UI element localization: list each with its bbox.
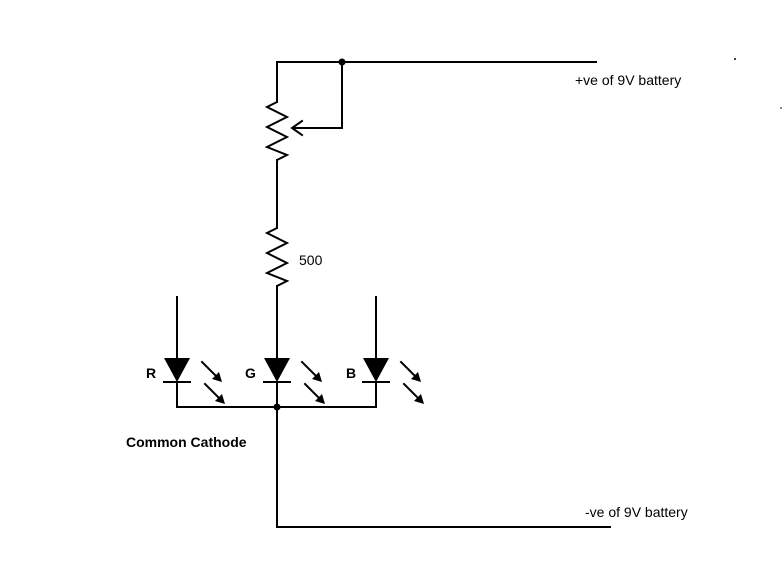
pot-wiper-arrow xyxy=(290,119,304,137)
led-blue-label: B xyxy=(346,365,356,381)
potentiometer xyxy=(264,101,290,161)
negative-terminal-label: -ve of 9V battery xyxy=(585,504,688,520)
led-red-diode-icon xyxy=(164,358,190,382)
led-blue-emission-arrows-icon xyxy=(399,360,424,404)
led-green-emission-arrows-icon xyxy=(300,360,325,404)
stray-speck xyxy=(780,107,782,109)
led-red-emission-arrows-icon xyxy=(200,360,225,404)
pot-wiper-wire xyxy=(292,61,343,129)
led-red-label: R xyxy=(146,365,156,381)
led-green-label: G xyxy=(245,365,256,381)
negative-rail-wire xyxy=(276,406,611,528)
led-red: R xyxy=(146,296,225,408)
common-cathode-label: Common Cathode xyxy=(126,434,247,450)
led-green-diode-icon xyxy=(264,358,290,382)
led-green: G xyxy=(245,358,325,404)
resistor-value-label: 500 xyxy=(299,252,323,268)
stray-speck xyxy=(734,58,736,60)
positive-terminal-label: +ve of 9V battery xyxy=(575,72,681,88)
fixed-resistor xyxy=(264,227,290,287)
led-blue-diode-icon xyxy=(363,358,389,382)
led-blue: B xyxy=(346,296,424,408)
